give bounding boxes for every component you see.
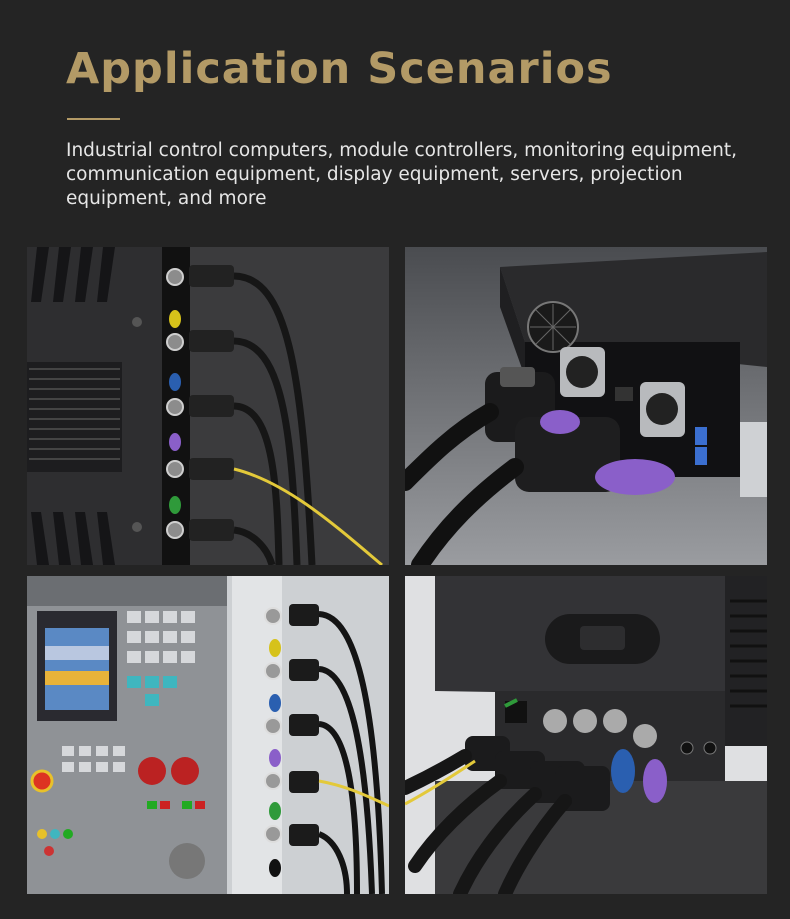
page-description: Industrial control computers, module con… — [66, 140, 738, 209]
page-title: Application Scenarios — [66, 44, 613, 94]
server-box-photo — [405, 247, 767, 565]
projector-photo — [405, 576, 767, 894]
title-underline — [67, 118, 120, 120]
industrial-computer-photo — [27, 247, 389, 565]
cnc-controller-photo — [27, 576, 389, 894]
